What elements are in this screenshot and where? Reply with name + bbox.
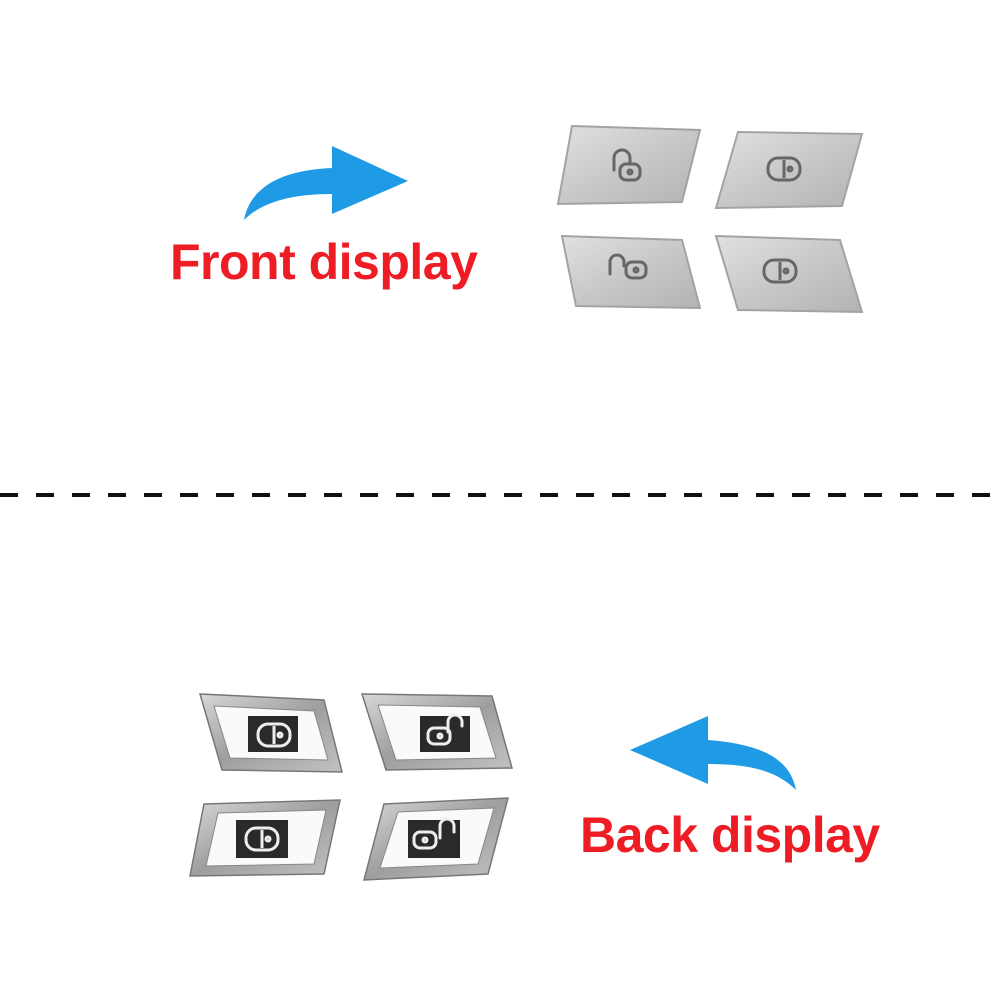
door-lock-icon (608, 253, 648, 280)
front-button-3 (560, 234, 702, 310)
curved-arrow-right-icon (244, 146, 408, 220)
door-lock-icon (412, 817, 456, 850)
back-button-1 (198, 693, 343, 773)
front-button-1 (556, 124, 702, 206)
door-lock-icon (256, 722, 292, 748)
door-lock-icon (612, 148, 642, 182)
back-button-3 (189, 799, 341, 877)
back-button-2 (360, 693, 513, 771)
door-lock-icon (426, 713, 464, 746)
front-display-label: Front display (170, 234, 478, 290)
front-button-4 (714, 234, 864, 314)
curved-arrow-left-icon (630, 716, 796, 790)
door-lock-icon (244, 826, 280, 852)
sticker (408, 820, 460, 858)
dashed-divider (0, 493, 1001, 497)
back-button-4 (363, 797, 509, 881)
door-lock-icon (766, 156, 802, 182)
door-lock-icon (762, 258, 798, 284)
back-display-label: Back display (580, 807, 880, 863)
front-button-2 (714, 130, 864, 210)
